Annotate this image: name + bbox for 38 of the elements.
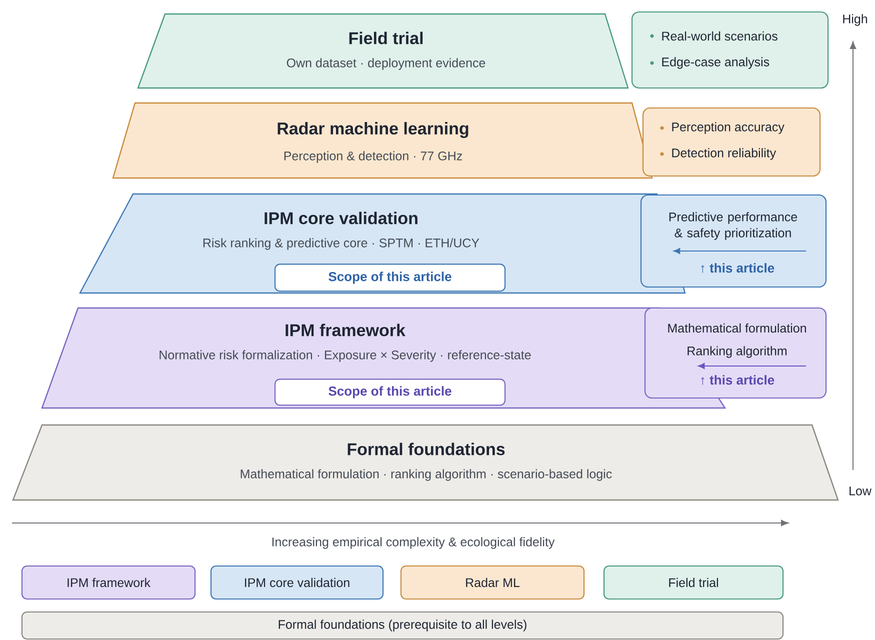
tier-subtitle: Perception & detection · 77 GHz (284, 151, 462, 163)
tier-subtitle: Own dataset · deployment evidence (286, 58, 486, 70)
tier-title: Radar machine learning (278, 122, 468, 138)
key-box: Formal foundations (prerequisite to all levels) (21, 611, 784, 640)
key-box: IPM core validation (210, 565, 384, 600)
article-note: ↑ this article (701, 375, 774, 385)
scope-badge: Scope of this article (274, 264, 506, 292)
callout-text: Mathematical formulation (668, 323, 806, 333)
key-box: Radar ML (400, 565, 585, 600)
tier-band (12, 424, 839, 501)
tier-title: IPM core validation (264, 212, 418, 224)
tier-subtitle: Normative risk formalization · Exposure × Severity · reference-state (160, 350, 531, 362)
bullet-item: Edge-case analysis (650, 57, 770, 69)
callout-text: Ranking algorithm (688, 346, 787, 358)
axis-caption: Increasing empirical complexity & ecological fidelity (272, 537, 555, 549)
bullet-item: Real-world scenarios (650, 31, 778, 41)
article-note: ↑ this article (701, 263, 774, 273)
key-box: IPM framework (21, 565, 196, 600)
tier-band (137, 13, 629, 89)
tier-title: Formal foundations (348, 442, 505, 456)
tier-subtitle: Risk ranking & predictive core · SPTM · ETH/UCY (203, 238, 480, 250)
scope-badge: Scope of this article (274, 378, 506, 406)
callout-box (644, 307, 827, 399)
callout-box (640, 194, 827, 288)
key-box: Field trial (603, 565, 784, 600)
arrow (674, 248, 806, 254)
axis-label: High (843, 14, 868, 26)
tier-subtitle: Mathematical formulation · ranking algorithm · scenario-based logic (240, 469, 612, 481)
callout-box (631, 11, 829, 89)
tier-title: Field trial (349, 32, 423, 44)
arrow (698, 363, 806, 370)
tier-title: IPM framework (286, 324, 406, 336)
callout-box (642, 107, 821, 177)
tier-band (112, 102, 653, 179)
axis-label: Low (850, 486, 872, 496)
bullet-item: Detection reliability (660, 148, 776, 160)
bullet-item: Perception accuracy (660, 122, 784, 134)
callout-text: Predictive performance & safety prioritization (669, 212, 798, 240)
